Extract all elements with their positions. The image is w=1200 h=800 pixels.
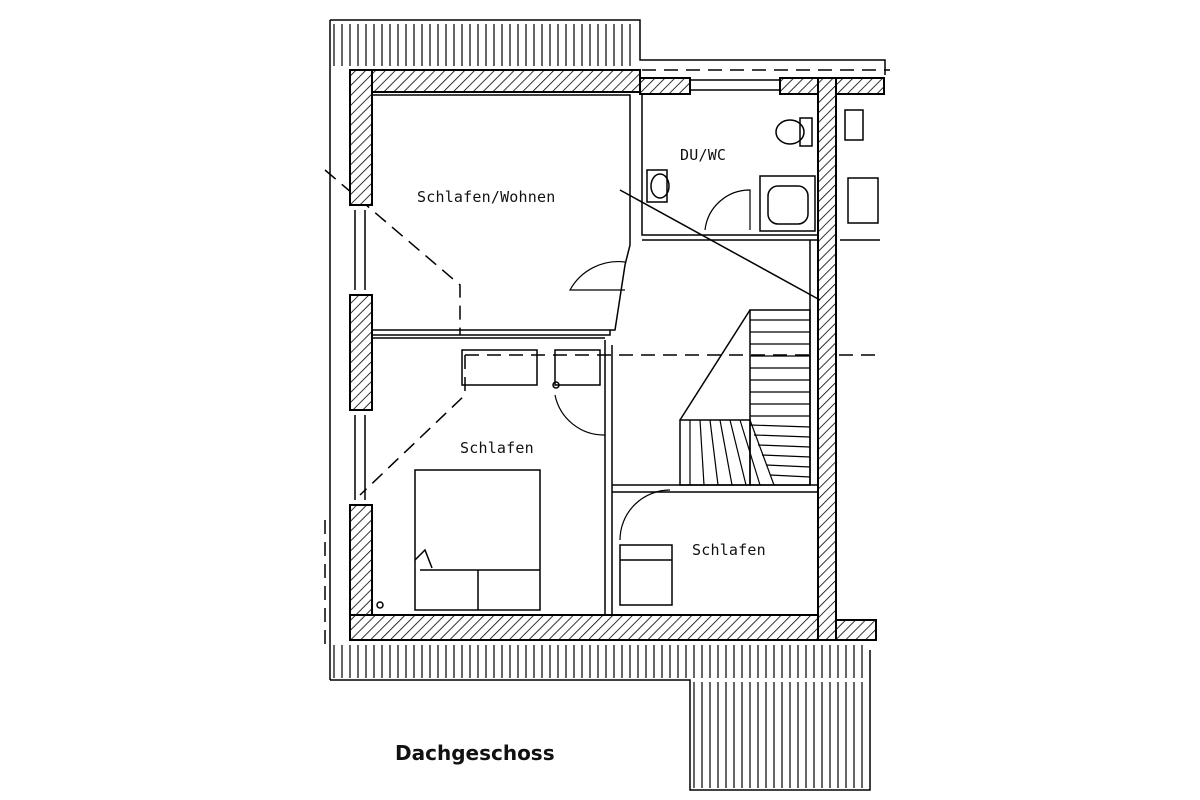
roof-slope-line bbox=[324, 169, 461, 335]
roof-overhang-top bbox=[333, 24, 631, 66]
toilet-icon bbox=[775, 117, 813, 147]
doors bbox=[554, 189, 751, 541]
double-bed[interactable] bbox=[414, 469, 541, 611]
room-label-schlafen-right: Schlafen bbox=[692, 541, 766, 559]
wardrobe bbox=[461, 349, 601, 386]
sink-icon bbox=[646, 169, 670, 203]
neighbor-fixtures bbox=[840, 109, 880, 241]
exterior-walls bbox=[349, 69, 885, 641]
roof-slope-line-2 bbox=[359, 355, 466, 496]
room-label-du-wc: DU/WC bbox=[680, 146, 726, 164]
roof-overhang-bottom bbox=[333, 645, 863, 678]
corner-marker bbox=[376, 601, 384, 609]
staircase[interactable] bbox=[679, 309, 811, 486]
roof-outline bbox=[330, 19, 886, 75]
desk-chair[interactable] bbox=[619, 544, 673, 606]
room-label-schlafen-wohnen: Schlafen/Wohnen bbox=[417, 188, 555, 206]
stair-projection-line bbox=[619, 189, 821, 301]
room-label-schlafen-left: Schlafen bbox=[460, 439, 534, 457]
roof-outline-bottom bbox=[330, 650, 871, 791]
windows-left bbox=[354, 79, 780, 500]
floor-label: Dachgeschoss bbox=[395, 741, 555, 765]
wardrobe-marker bbox=[552, 381, 560, 389]
bathtub-icon bbox=[759, 175, 816, 232]
roof-overhang-extension bbox=[693, 682, 863, 788]
